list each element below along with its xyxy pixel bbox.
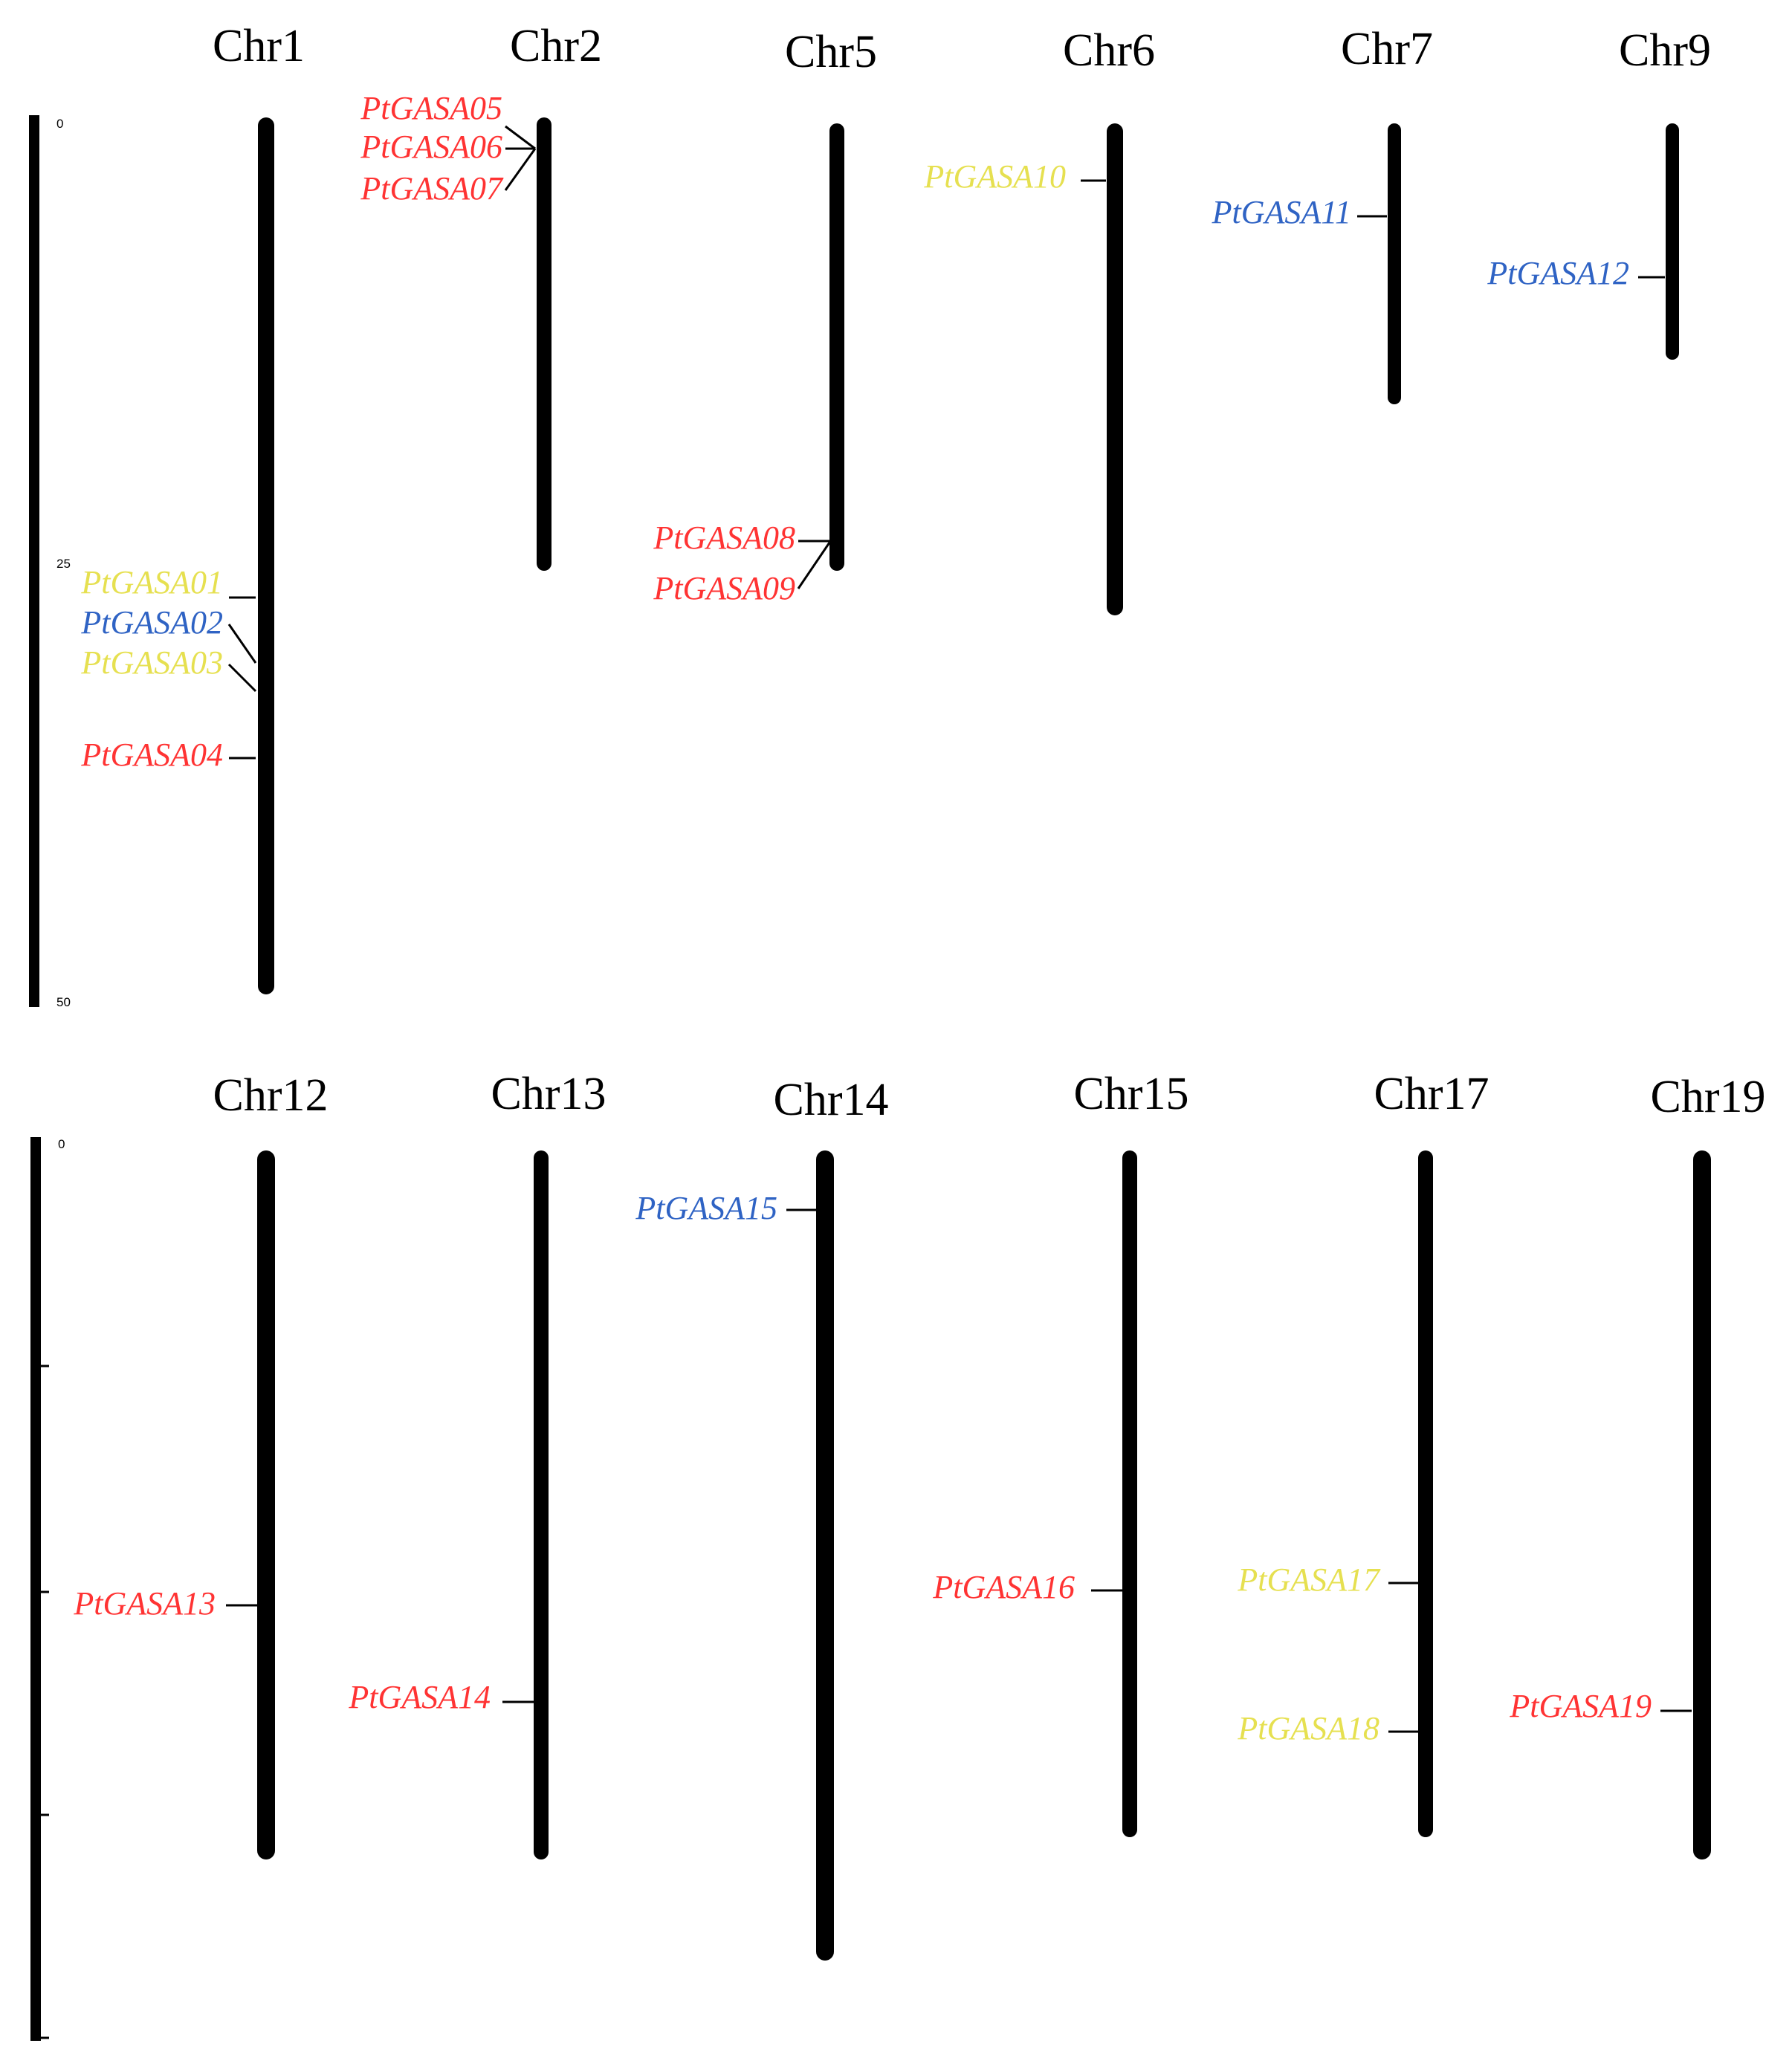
scale-bar	[29, 115, 39, 1007]
gene-label: PtGASA07	[360, 170, 504, 207]
gene-connector-line	[505, 125, 536, 150]
chromosome-label: Chr12	[213, 1070, 329, 1121]
chromosome-label: Chr1	[213, 21, 305, 71]
gene-label: PtGASA14	[348, 1679, 491, 1715]
chromosome-label: Chr7	[1341, 24, 1433, 74]
chromosome-bar	[829, 123, 844, 571]
gene-connector-line	[227, 663, 257, 693]
chromosome-label: Chr19	[1651, 1072, 1766, 1122]
gene-label: PtGASA01	[80, 564, 223, 601]
chromosome-bar	[1122, 1150, 1137, 1837]
chromosome-label: Chr13	[491, 1069, 607, 1119]
scale-tick-label: 25	[56, 557, 71, 571]
gene-label: PtGASA19	[1509, 1688, 1652, 1724]
gene-connector-line	[504, 148, 537, 191]
panel-1: 02550Chr1PtGASA01PtGASA02PtGASA03PtGASA0…	[29, 21, 1711, 1009]
chromosome-label: Chr17	[1374, 1069, 1489, 1119]
scale-tick-label: 50	[56, 995, 71, 1009]
gene-label: PtGASA12	[1487, 255, 1629, 291]
chromosome-label: Chr5	[785, 27, 877, 77]
gene-label: PtGASA06	[360, 129, 502, 165]
gene-connector-line	[227, 624, 257, 664]
chromosome-label: Chr15	[1074, 1069, 1189, 1119]
chromosome-bar	[534, 1150, 549, 1859]
gene-label: PtGASA02	[80, 604, 223, 641]
gene-label: PtGASA17	[1237, 1561, 1381, 1598]
chromosome-label: Chr9	[1619, 25, 1711, 76]
chromosome-label: Chr14	[774, 1075, 889, 1125]
chromosome-bar	[1693, 1150, 1711, 1859]
panel-2: 0Chr12PtGASA13Chr13PtGASA14Chr14PtGASA15…	[30, 1069, 1766, 2041]
gene-label: PtGASA03	[80, 644, 223, 681]
scale-tick-label: 0	[56, 117, 63, 131]
chromosome-bar	[1388, 123, 1401, 404]
gene-label: PtGASA05	[360, 90, 502, 126]
chromosome-label: Chr2	[510, 21, 602, 71]
gene-label: PtGASA18	[1237, 1710, 1379, 1747]
chromosome-label: Chr6	[1063, 25, 1155, 76]
gene-label: PtGASA15	[635, 1190, 777, 1226]
chromosome-bar	[1107, 123, 1123, 615]
gene-label: PtGASA08	[653, 519, 795, 556]
chromosome-bar	[258, 117, 274, 994]
chromosome-bar	[1666, 123, 1679, 360]
chromosome-bar	[537, 117, 551, 571]
chromosome-bar	[1418, 1150, 1433, 1837]
chromosome-bar	[257, 1150, 275, 1859]
gene-connector-line	[797, 542, 831, 589]
chromosome-bar	[816, 1150, 834, 1961]
gene-label: PtGASA09	[653, 570, 795, 606]
gene-label: PtGASA11	[1212, 194, 1351, 230]
gene-label: PtGASA10	[923, 158, 1066, 195]
scale-tick-label: 0	[58, 1137, 65, 1151]
gene-label: PtGASA04	[80, 737, 223, 773]
gene-label: PtGASA16	[932, 1569, 1075, 1605]
scale-bar	[30, 1137, 41, 2041]
gene-label: PtGASA13	[73, 1585, 216, 1622]
